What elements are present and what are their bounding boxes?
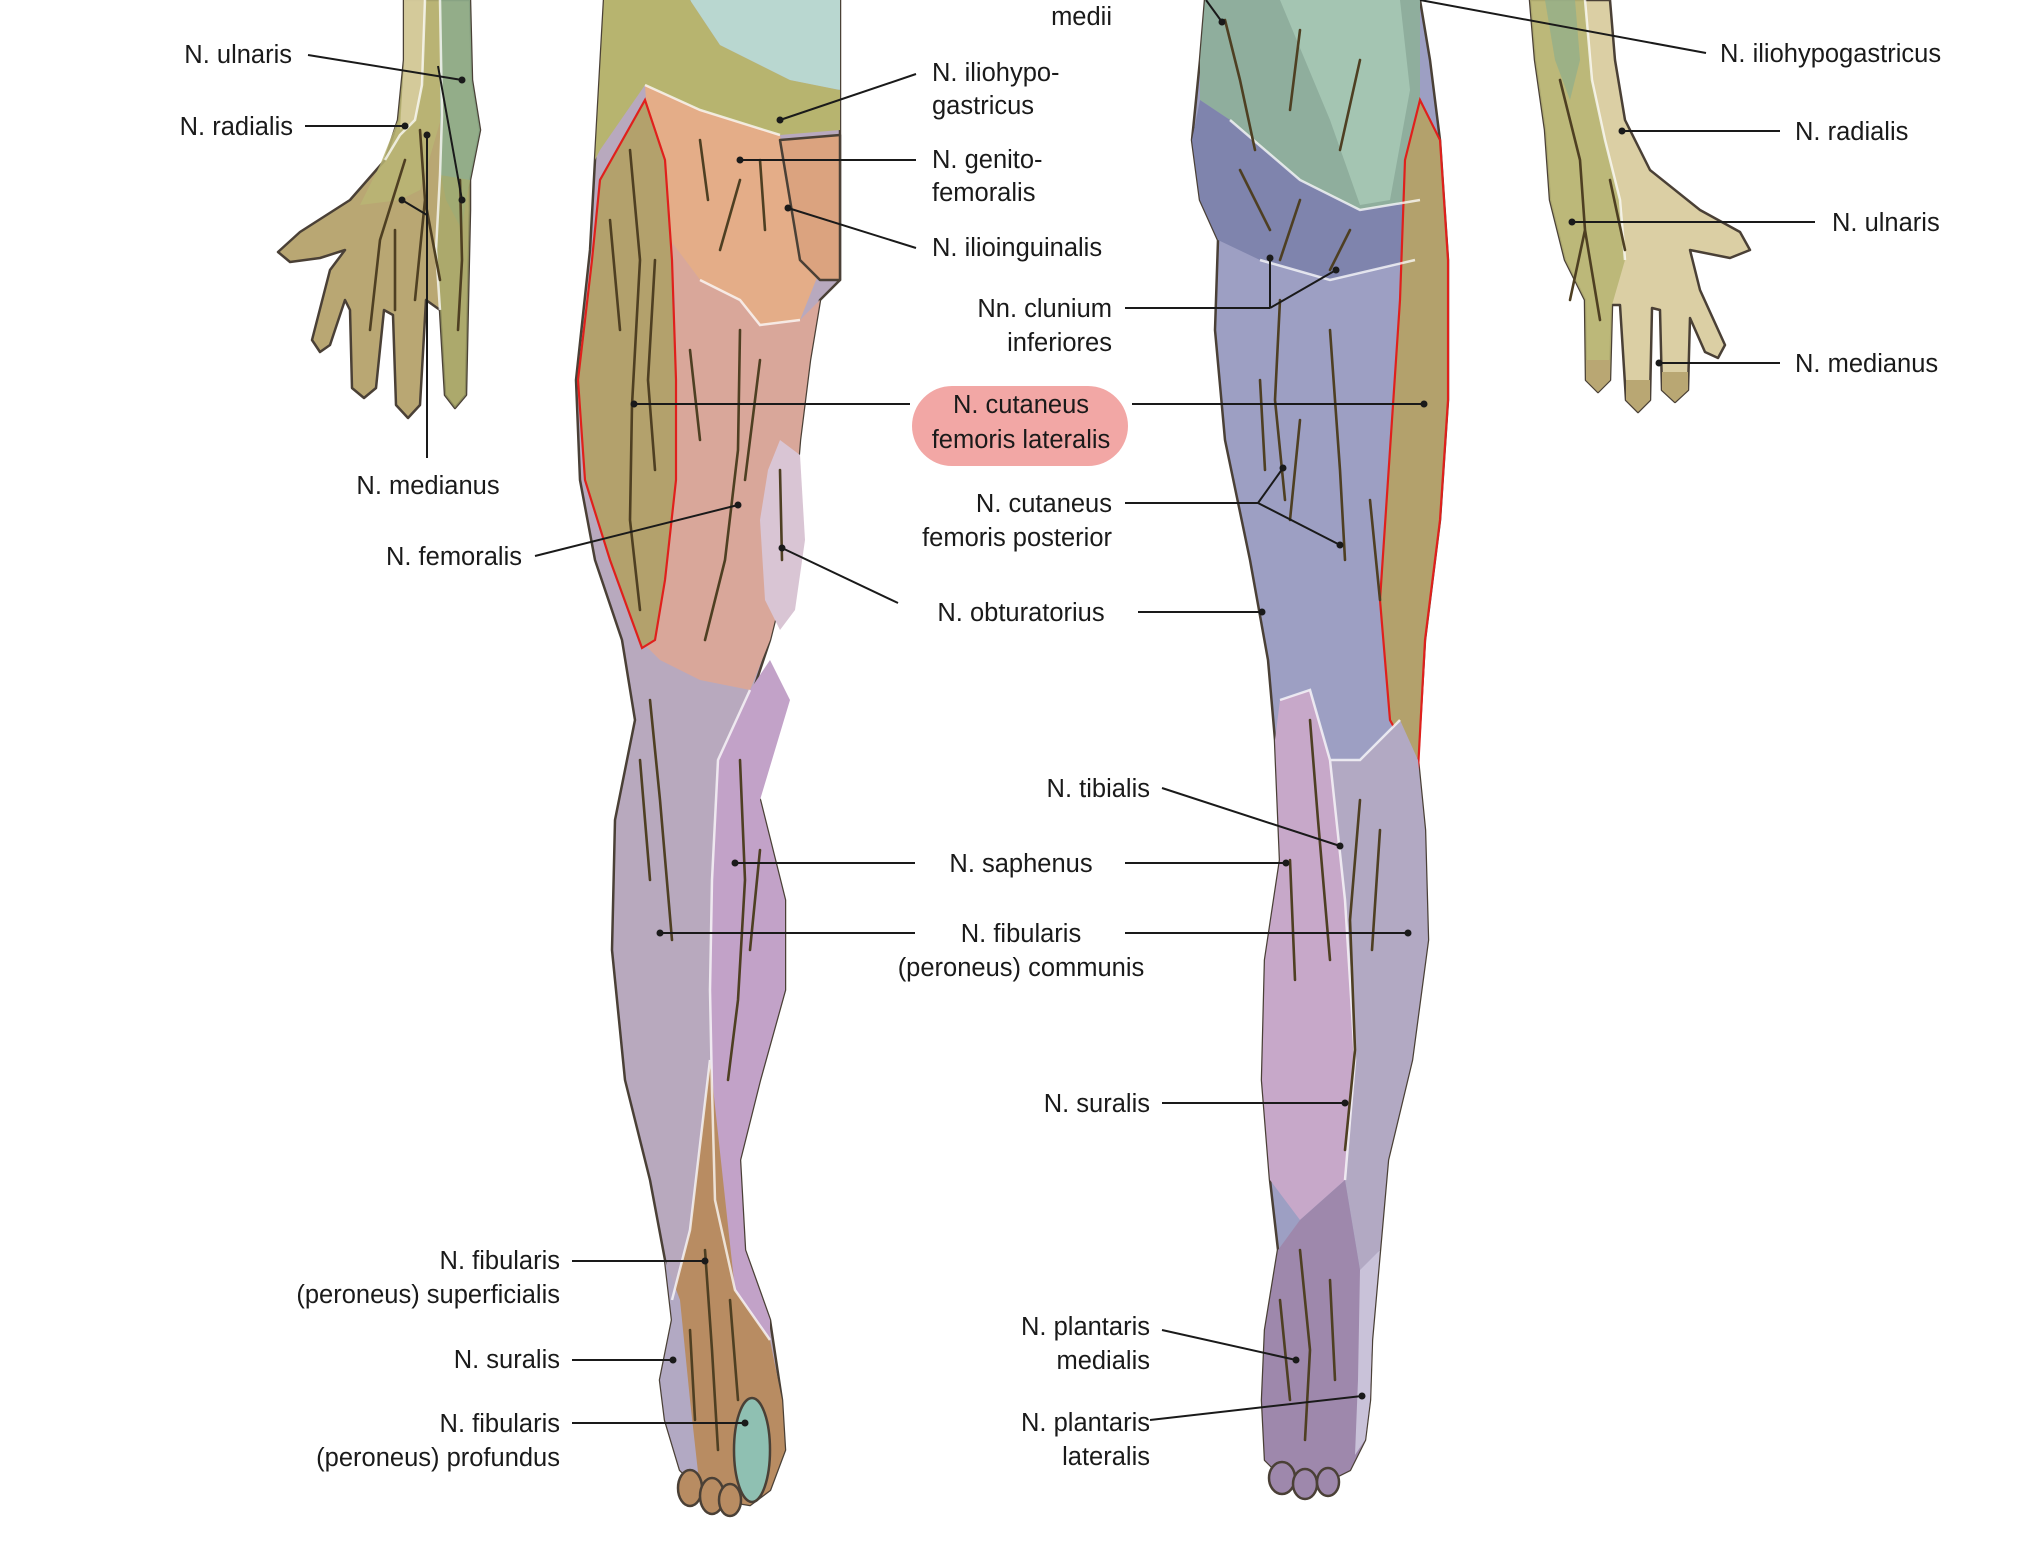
labels: N. ulnaris N. radialis N. medianus N. fe… xyxy=(180,3,1941,1472)
label-fibularis-superficialis-line1: N. fibularis xyxy=(440,1247,560,1275)
left-hand xyxy=(276,0,482,420)
right-cutaneus-lateralis-zone xyxy=(1380,100,1448,770)
label-fibularis-communis-line2: (peroneus) communis xyxy=(898,954,1145,982)
label-medii: medii xyxy=(1051,3,1112,31)
right-plantaris-lateralis-strip xyxy=(1355,1250,1380,1455)
label-plantaris-lateralis-line2: lateralis xyxy=(1062,1443,1150,1471)
label-ulnaris-right: N. ulnaris xyxy=(1832,209,1940,237)
left-genital-zone xyxy=(778,133,842,282)
label-medianus-left: N. medianus xyxy=(356,472,499,500)
label-obturatorius: N. obturatorius xyxy=(937,599,1104,627)
label-plantaris-medialis-line2: medialis xyxy=(1056,1347,1150,1375)
label-clunium-line2: inferiores xyxy=(1007,329,1112,357)
leader-lines xyxy=(305,0,1815,1427)
left-cutaneus-lateralis-zone xyxy=(578,100,676,648)
label-cutaneus-lateralis-line1: N. cutaneus xyxy=(953,391,1089,419)
left-saphenus-zone xyxy=(710,660,790,1340)
label-tibialis: N. tibialis xyxy=(1047,775,1150,803)
right-hand-radial-zone xyxy=(1530,0,1625,392)
right-plantaris-zone xyxy=(1262,1180,1372,1485)
label-fibularis-superficialis-line2: (peroneus) superficialis xyxy=(296,1281,560,1309)
label-radialis-right: N. radialis xyxy=(1795,118,1908,146)
left-fibularis-profundus-zone xyxy=(732,1396,772,1504)
label-femoralis: N. femoralis xyxy=(386,543,522,571)
label-iliohypogastricus-line2: gastricus xyxy=(932,92,1034,120)
right-leg-nerve-branches xyxy=(1223,18,1382,1442)
left-fibularis-superficialis-zone xyxy=(672,1060,785,1505)
label-radialis-left: N. radialis xyxy=(180,113,293,141)
right-hand-median-tips xyxy=(1586,360,1688,412)
right-toes xyxy=(1267,1460,1341,1501)
left-cutaneus-lateralis-outline xyxy=(576,97,678,650)
right-hand xyxy=(1528,0,1752,414)
label-cutaneus-posterior-line1: N. cutaneus xyxy=(976,490,1112,518)
left-leg-anterior xyxy=(574,0,842,1518)
label-fibularis-profundus-line2: (peroneus) profundus xyxy=(316,1444,560,1472)
right-top-light-teal xyxy=(1280,0,1410,205)
label-iliohypogastricus-right: N. iliohypogastricus xyxy=(1720,40,1941,68)
left-top-teal-zone xyxy=(690,0,840,90)
label-ulnaris-left: N. ulnaris xyxy=(184,41,292,69)
left-hand-ulnar-palm xyxy=(436,175,470,408)
label-fibularis-communis-line1: N. fibularis xyxy=(961,920,1081,948)
label-plantaris-lateralis-line1: N. plantaris xyxy=(1021,1409,1150,1437)
label-suralis-right: N. suralis xyxy=(1044,1090,1150,1118)
label-fibularis-profundus-line1: N. fibularis xyxy=(440,1410,560,1438)
right-leg-posterior xyxy=(1190,0,1450,1501)
label-suralis-left: N. suralis xyxy=(454,1346,560,1374)
label-genitofemoralis-line2: femoralis xyxy=(932,179,1035,207)
label-cutaneus-posterior-line2: femoris posterior xyxy=(922,524,1112,552)
label-saphenus: N. saphenus xyxy=(949,850,1092,878)
label-cutaneus-lateralis-line2: femoris lateralis xyxy=(932,426,1111,454)
label-medianus-right: N. medianus xyxy=(1795,350,1938,378)
left-suralis-zone xyxy=(660,1260,700,1490)
left-hand-ulnar-zone xyxy=(440,0,480,230)
label-plantaris-medialis-line1: N. plantaris xyxy=(1021,1313,1150,1341)
label-genitofemoralis-line1: N. genito- xyxy=(932,146,1043,174)
left-toes xyxy=(676,1468,743,1518)
highlight-pill xyxy=(912,386,1128,466)
right-clunium-zone xyxy=(1192,100,1420,280)
right-tibialis-zone xyxy=(1262,690,1355,1220)
label-clunium-line1: Nn. clunium xyxy=(977,295,1112,323)
label-iliohypogastricus-line1: N. iliohypo- xyxy=(932,59,1060,87)
label-ilioinguinalis: N. ilioinguinalis xyxy=(932,234,1102,262)
